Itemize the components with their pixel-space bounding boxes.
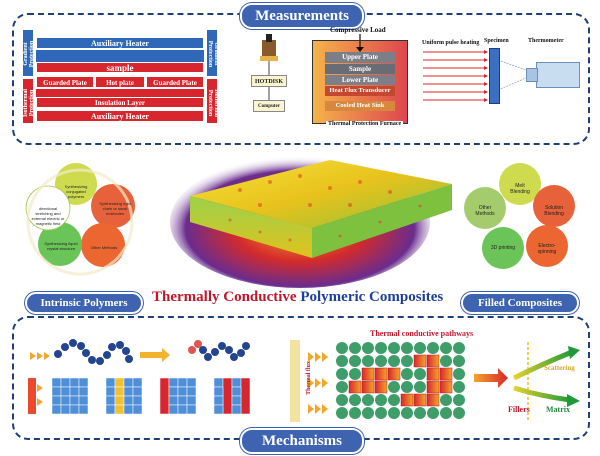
composite-slab: [190, 160, 452, 258]
specimen-label: Specimen: [484, 38, 509, 44]
filled-method-2: Solution Blending: [544, 205, 564, 217]
guarded-plate-right: Guarded Plate: [146, 76, 204, 88]
pathways-label: Thermal conductive pathways: [370, 329, 474, 338]
cooled-heat-sink: Cooled Heat Sink: [325, 101, 395, 111]
intrinsic-method-5: directional stretching and external elec…: [31, 206, 65, 226]
filled-method-5: Other Methods: [475, 205, 495, 217]
gradient-protection-left-label: Gradient Protection: [23, 40, 35, 68]
heat-flux-label: Thermal flux: [305, 361, 312, 395]
intrinsic-method-4: Synthesizing liquid crystal structure: [44, 241, 78, 251]
scattering-label: Scattering: [544, 364, 575, 372]
gradient-protection-right: Gradient Protection: [206, 29, 219, 77]
lower-plate: Lower Plate: [325, 75, 395, 85]
isothermal-protection-right: Isothermal Protection: [206, 78, 219, 124]
main-title: Thermally Conductive Polymeric Composite…: [152, 289, 443, 306]
intrinsic-method-2: Synthesizing rigid chain or small molecu…: [99, 201, 131, 216]
hfm-sample: Sample: [325, 64, 395, 74]
arrow-up-left: [36, 50, 204, 62]
filled-composites-label: Filled Composites: [461, 292, 579, 314]
isothermal-protection-left: Isothermal Protection: [22, 78, 35, 124]
measurements-header: Measurements: [240, 3, 364, 29]
mechanisms-header: Mechanisms: [240, 428, 364, 454]
filled-method-1: Melt Blending: [510, 183, 530, 195]
thermometer-label: Thermometer: [528, 38, 564, 44]
insulation-layer: Insulation Layer: [36, 97, 204, 108]
sample-layer: sample: [36, 62, 204, 73]
intrinsic-method-1: Synthesizing conjugated polymers: [64, 184, 88, 199]
filled-method-4: 3D printing: [490, 245, 516, 251]
intrinsic-method-3: Other Methods: [90, 245, 118, 250]
compressive-load-label: Compressive Load: [330, 26, 386, 34]
gradient-protection-left: Gradient Protection: [22, 29, 35, 77]
thermometer-lens: [526, 68, 538, 82]
thermometer-body: [536, 62, 580, 88]
aux-heater-top: Auxiliary Heater: [36, 37, 204, 49]
hot-plate: Hot plate: [95, 76, 145, 88]
computer-box: Computer: [253, 100, 285, 112]
mechanisms-panel: [12, 316, 590, 440]
furnace-label: Thermal Protection Furnace: [326, 121, 404, 127]
gradient-protection-right-label: Gradient Protection: [207, 40, 219, 68]
specimen-bar: [489, 48, 500, 104]
aux-heater-bottom: Auxiliary Heater: [36, 110, 204, 122]
composite-glow-disc: [170, 156, 430, 288]
guarded-plate-left: Guarded Plate: [36, 76, 94, 88]
fillers-label: Fillers: [508, 405, 530, 414]
matrix-label: Matrix: [546, 405, 570, 414]
upper-plate: Upper Plate: [325, 52, 395, 63]
main-title-red: Thermally Conductive: [152, 289, 297, 305]
main-title-blue: Polymeric Composites: [300, 289, 444, 305]
hotdisk-box: HOTDISK: [251, 75, 287, 87]
pulse-heating-label: Uniform pulse heating: [422, 40, 480, 46]
heat-flux-transducer: Heat Flux Transducer: [325, 86, 395, 96]
arrow-down-band: [36, 89, 204, 97]
isothermal-protection-left-label: Isothermal Protection: [23, 89, 35, 117]
filled-method-3: Electro-spinning: [537, 243, 557, 255]
isothermal-protection-right-label: Isothermal Protection: [207, 89, 219, 117]
intrinsic-polymers-label: Intrinsic Polymers: [25, 292, 143, 314]
